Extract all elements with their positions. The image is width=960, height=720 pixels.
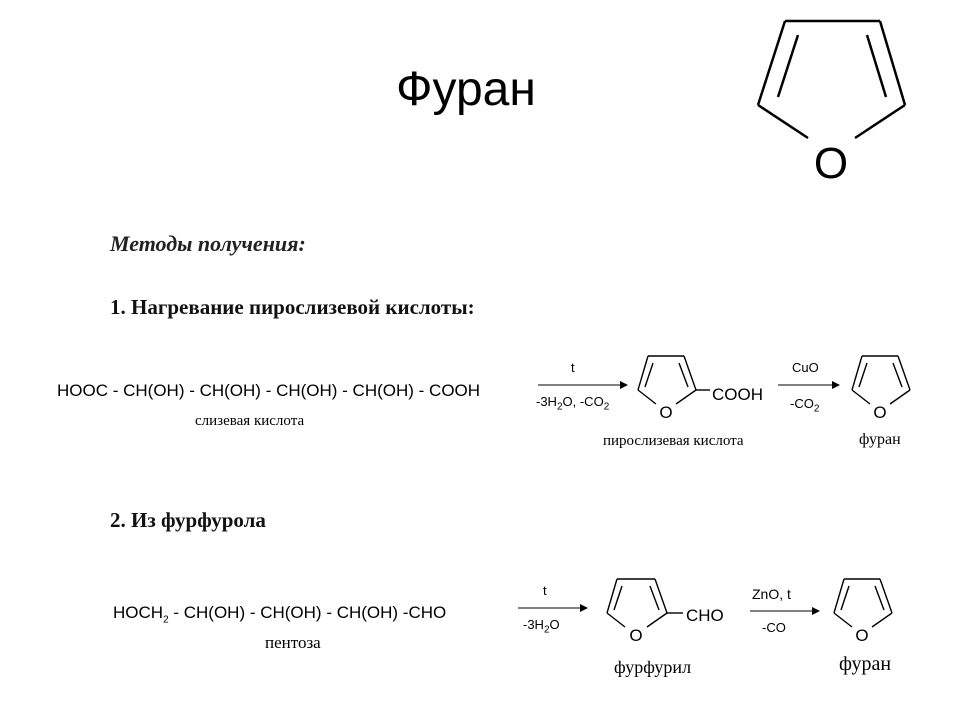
reaction2-arrow2-condition-bottom: -CO	[762, 620, 786, 635]
furfural-ring: O	[606, 578, 683, 645]
mucic-acid-formula: HOOC - CH(OH) - CH(OH) - CH(OH) - CH(OH)…	[57, 381, 481, 400]
reaction1-arrow1	[538, 381, 628, 389]
furan-product-1-name: фуран	[859, 431, 901, 448]
slide-title: Фуран	[396, 63, 536, 116]
oxygen-atom-label: O	[659, 403, 672, 422]
oxygen-atom-label: O	[814, 139, 848, 188]
method2-heading: 2. Из фурфурола	[110, 508, 266, 532]
methods-heading: Методы получения:	[110, 231, 306, 256]
furan-product-1: O	[851, 355, 911, 422]
oxygen-atom-label: O	[629, 626, 642, 645]
method1-heading: 1. Нагревание пирослизевой кислоты:	[110, 295, 475, 319]
reaction1-arrow2	[778, 381, 840, 389]
furan-product-2-name: фуран	[839, 653, 892, 675]
furan-product-2: O	[833, 578, 893, 645]
aldehyde-group-label: CHO	[686, 606, 724, 625]
reaction1-arrow1-condition-bottom: -3H2O, -CO2	[536, 394, 610, 413]
pyromucic-acid-ring: O	[637, 355, 710, 422]
oxygen-atom-label: O	[855, 626, 868, 645]
carboxyl-group-label: COOH	[712, 385, 763, 404]
reaction2-arrow1	[518, 604, 588, 612]
pentose-formula: HOCH2 - CH(OH) - CH(OH) - CH(OH) -CHO	[113, 603, 447, 626]
reaction2-arrow2	[750, 607, 820, 615]
reaction1-arrow1-condition-top: t	[571, 360, 575, 375]
furfural-name: фурфурил	[614, 657, 692, 677]
furan-structure-large: O	[756, 19, 907, 188]
reaction2-arrow1-condition-top: t	[543, 583, 547, 598]
oxygen-atom-label: O	[873, 403, 886, 422]
mucic-acid-name: слизевая кислота	[195, 413, 305, 429]
pentose-name: пентоза	[265, 633, 321, 652]
reaction1-arrow2-condition-bottom: -CO2	[790, 396, 820, 415]
reaction2-arrow2-condition-top: ZnO, t	[752, 586, 791, 602]
reaction2-arrow1-condition-bottom: -3H2O	[523, 617, 560, 636]
pyromucic-acid-name: пирослизевая кислота	[603, 433, 744, 449]
reaction1-arrow2-condition-top: CuO	[792, 360, 819, 375]
